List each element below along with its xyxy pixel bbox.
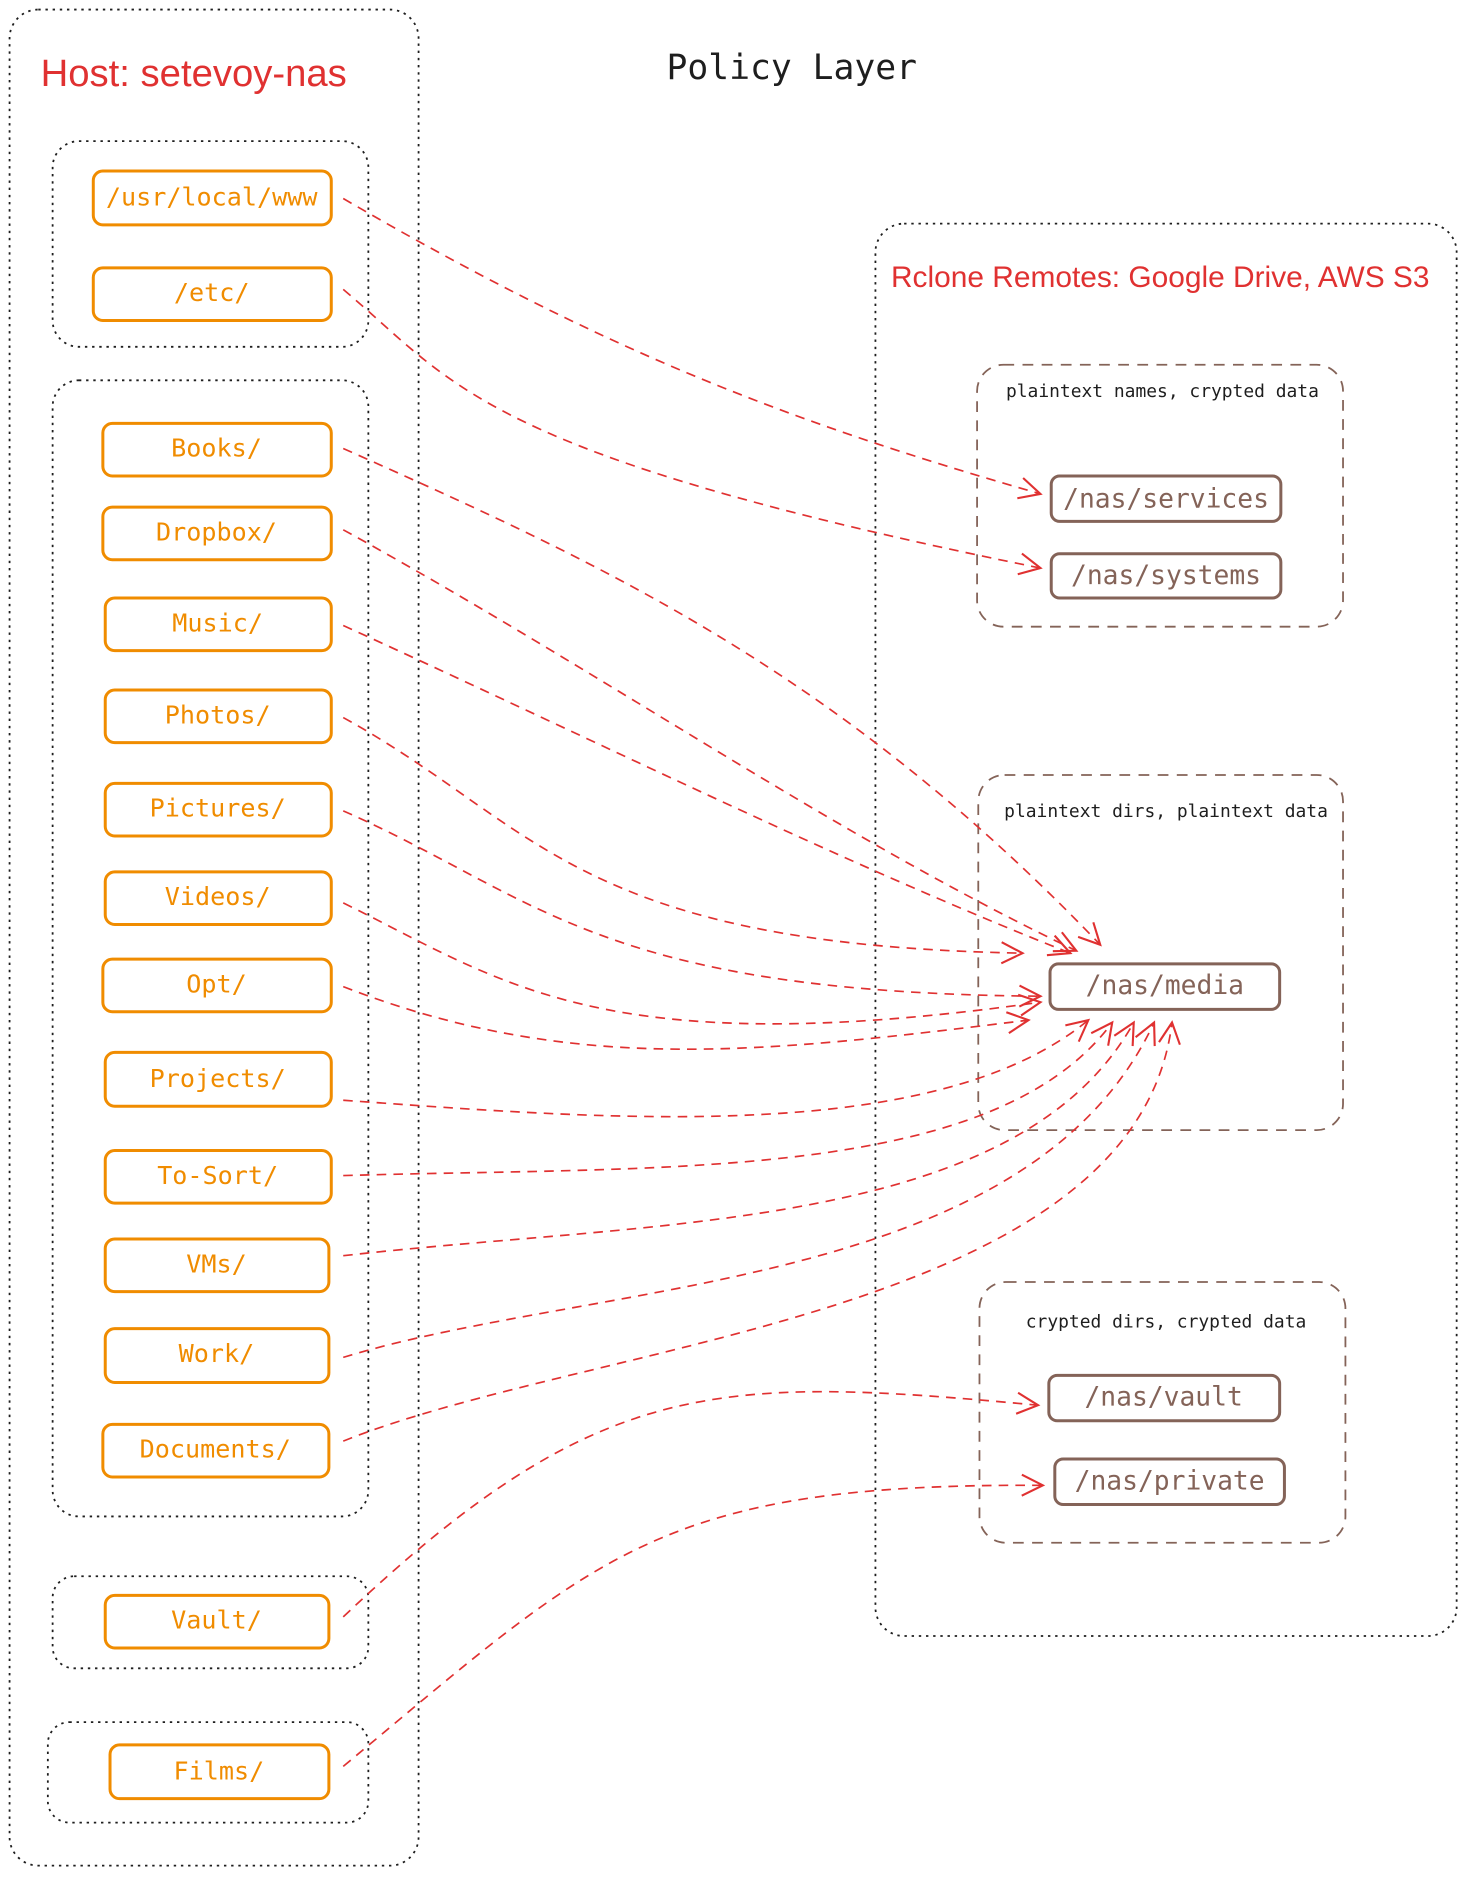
arrow-www-services (342, 197, 1043, 500)
source-dir-label: Books/ (171, 434, 262, 463)
source-dir-label: Pictures/ (150, 794, 286, 823)
arrow-vault-vault (342, 1390, 1041, 1618)
remote-group-names-crypted (976, 363, 1344, 628)
source-dir-label: To-Sort/ (157, 1161, 278, 1190)
host-group-media (51, 379, 370, 1518)
host-group-system (51, 140, 370, 348)
source-dir-label: Work/ (179, 1339, 255, 1368)
source-dir[interactable]: Films/ (108, 1743, 331, 1801)
diagram-title: Policy Layer (666, 48, 917, 88)
source-dir[interactable]: Music/ (103, 596, 333, 653)
host-title: Host: setevoy-nas (41, 52, 347, 95)
source-dir-label: Films/ (174, 1756, 265, 1785)
arrow-projects-media (343, 1018, 1091, 1118)
remote-target[interactable]: /nas/media (1048, 962, 1282, 1011)
source-dir[interactable]: Books/ (101, 421, 333, 478)
source-dir[interactable]: Documents/ (101, 1422, 331, 1479)
arrow-vms-media (343, 1020, 1135, 1257)
remote-target-label: /nas/services (1063, 484, 1269, 514)
remote-target-label: /nas/systems (1071, 561, 1261, 591)
source-dir[interactable]: VMs/ (103, 1237, 331, 1294)
arrow-pictures-media (342, 810, 1043, 1008)
arrow-videos-media (342, 902, 1043, 1025)
source-dir[interactable]: Vault/ (103, 1593, 331, 1650)
arrow-etc-systems (342, 288, 1043, 576)
arrow-work-media (342, 1020, 1156, 1359)
source-dir-label: Music/ (172, 608, 263, 637)
source-dir-label: /usr/local/www (106, 183, 319, 212)
remote-target[interactable]: /nas/systems (1049, 552, 1283, 600)
host-group-films (46, 1721, 370, 1824)
source-dir-label: Photos/ (165, 700, 271, 729)
source-dir[interactable]: Projects/ (103, 1050, 333, 1108)
remote-target[interactable]: /nas/private (1053, 1457, 1286, 1506)
source-dir[interactable]: /etc/ (91, 266, 333, 323)
arrow-films-private (342, 1473, 1046, 1768)
source-dir-label: /etc/ (174, 278, 250, 307)
source-dir[interactable]: /usr/local/www (91, 169, 333, 227)
remote-group-label: plaintext dirs, plaintext data (1004, 801, 1328, 822)
remote-group-crypted (978, 1281, 1347, 1544)
remotes-title: Rclone Remotes: Google Drive, AWS S3 (891, 261, 1430, 294)
source-dir-label: Projects/ (150, 1064, 286, 1093)
source-dir[interactable]: Dropbox/ (101, 505, 333, 562)
source-dir-label: Opt/ (186, 969, 246, 998)
source-dir-label: Videos/ (165, 882, 271, 911)
arrow-books-media (342, 447, 1102, 947)
arrow-photos-media (342, 716, 1025, 965)
source-dir-label: VMs/ (186, 1249, 246, 1278)
host-group-vault (51, 1575, 370, 1670)
source-dir[interactable]: Videos/ (103, 870, 333, 926)
remote-group-label: plaintext names, crypted data (1006, 381, 1319, 402)
remote-target-label: /nas/vault (1084, 1383, 1242, 1413)
source-dir[interactable]: To-Sort/ (103, 1148, 333, 1205)
arrow-opt-media (342, 985, 1031, 1051)
source-dir[interactable]: Opt/ (101, 957, 333, 1014)
source-dir[interactable]: Pictures/ (103, 781, 333, 838)
remote-target[interactable]: /nas/services (1049, 474, 1283, 523)
remote-target-label: /nas/private (1075, 1466, 1265, 1496)
remote-group-label: crypted dirs, crypted data (1026, 1311, 1307, 1332)
source-dir-label: Documents/ (140, 1435, 291, 1464)
source-dir-label: Vault/ (171, 1606, 262, 1635)
source-dir-label: Dropbox/ (156, 517, 277, 546)
source-dir[interactable]: Photos/ (103, 688, 333, 745)
source-dir[interactable]: Work/ (103, 1327, 331, 1384)
arrow-documents-media (342, 1020, 1181, 1442)
remote-target-label: /nas/media (1086, 971, 1244, 1001)
remote-group-plaintext (977, 774, 1344, 1132)
remote-target[interactable]: /nas/vault (1047, 1373, 1282, 1423)
arrow-tosort-media (343, 1020, 1114, 1177)
arrow-music-media (342, 624, 1073, 957)
connections (342, 197, 1181, 1768)
arrow-dropbox-media (342, 529, 1079, 953)
remotes-container (874, 222, 1458, 1637)
